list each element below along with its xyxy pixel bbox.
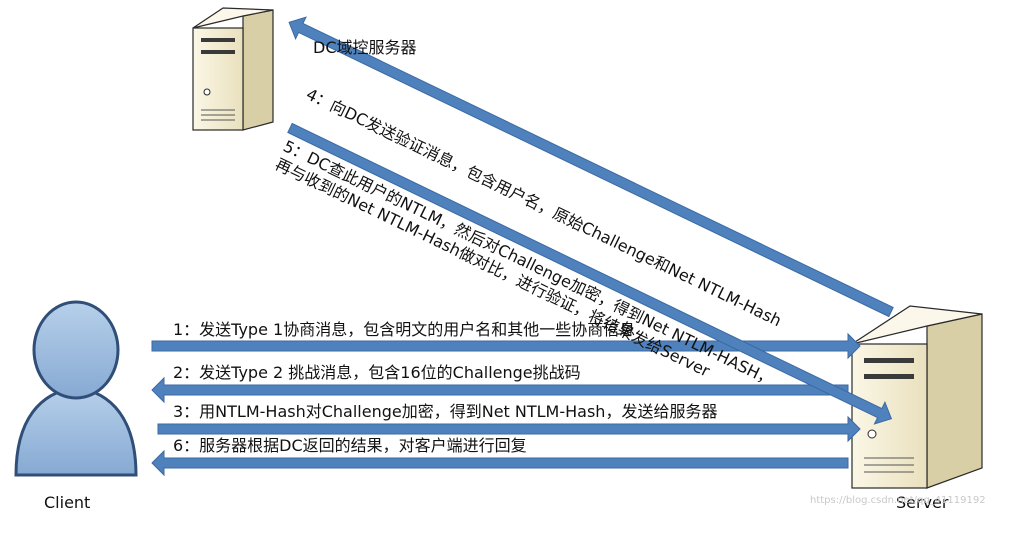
arrow-msg1 xyxy=(151,332,861,360)
dc-server-top xyxy=(192,7,274,29)
server-led xyxy=(867,429,877,439)
dc-server-side xyxy=(242,9,274,131)
dc-label: DC域控服务器 xyxy=(313,38,417,57)
client-person-icon xyxy=(14,300,138,477)
client-person-body xyxy=(14,386,138,477)
server-icon xyxy=(851,305,983,489)
arrow-msg2 xyxy=(151,376,849,404)
client-person-head xyxy=(32,300,120,400)
server-label: Server xyxy=(896,493,949,512)
msg2-text: 2：发送Type 2 挑战消息，包含16位的Challenge挑战码 xyxy=(173,363,581,382)
server-side xyxy=(926,313,983,489)
arrow-msg5-shape xyxy=(287,122,893,425)
server-top xyxy=(851,305,983,345)
server-bay xyxy=(864,358,914,363)
arrow-msg4 xyxy=(288,16,894,318)
dc-server-icon xyxy=(192,7,274,131)
client-label: Client xyxy=(44,493,90,512)
arrow-msg3 xyxy=(157,415,861,443)
msg5-text-line1: 5：DC查此用户的NTLM，然后对Challenge加密，得到Net NTLM-… xyxy=(280,136,777,389)
dc-server-front xyxy=(192,27,244,131)
dc-server-led xyxy=(203,88,211,96)
arrow-msg4-shape xyxy=(288,16,894,318)
arrow-msg5 xyxy=(287,122,893,425)
msg1-text: 1：发送Type 1协商消息，包含明文的用户名和其他一些协商信息 xyxy=(173,320,635,339)
arrow-msg6 xyxy=(151,449,849,477)
msg6-text: 6：服务器根据DC返回的结果，对客户端进行回复 xyxy=(173,436,527,455)
msg3-text: 3：用NTLM-Hash对Challenge加密，得到Net NTLM-Hash… xyxy=(173,402,717,421)
watermark-text: https://blog.csdn.net/qq_41119192 xyxy=(810,495,986,506)
dc-server-bay xyxy=(201,38,235,42)
dc-server-bay xyxy=(201,50,235,54)
server-bay xyxy=(864,374,914,379)
